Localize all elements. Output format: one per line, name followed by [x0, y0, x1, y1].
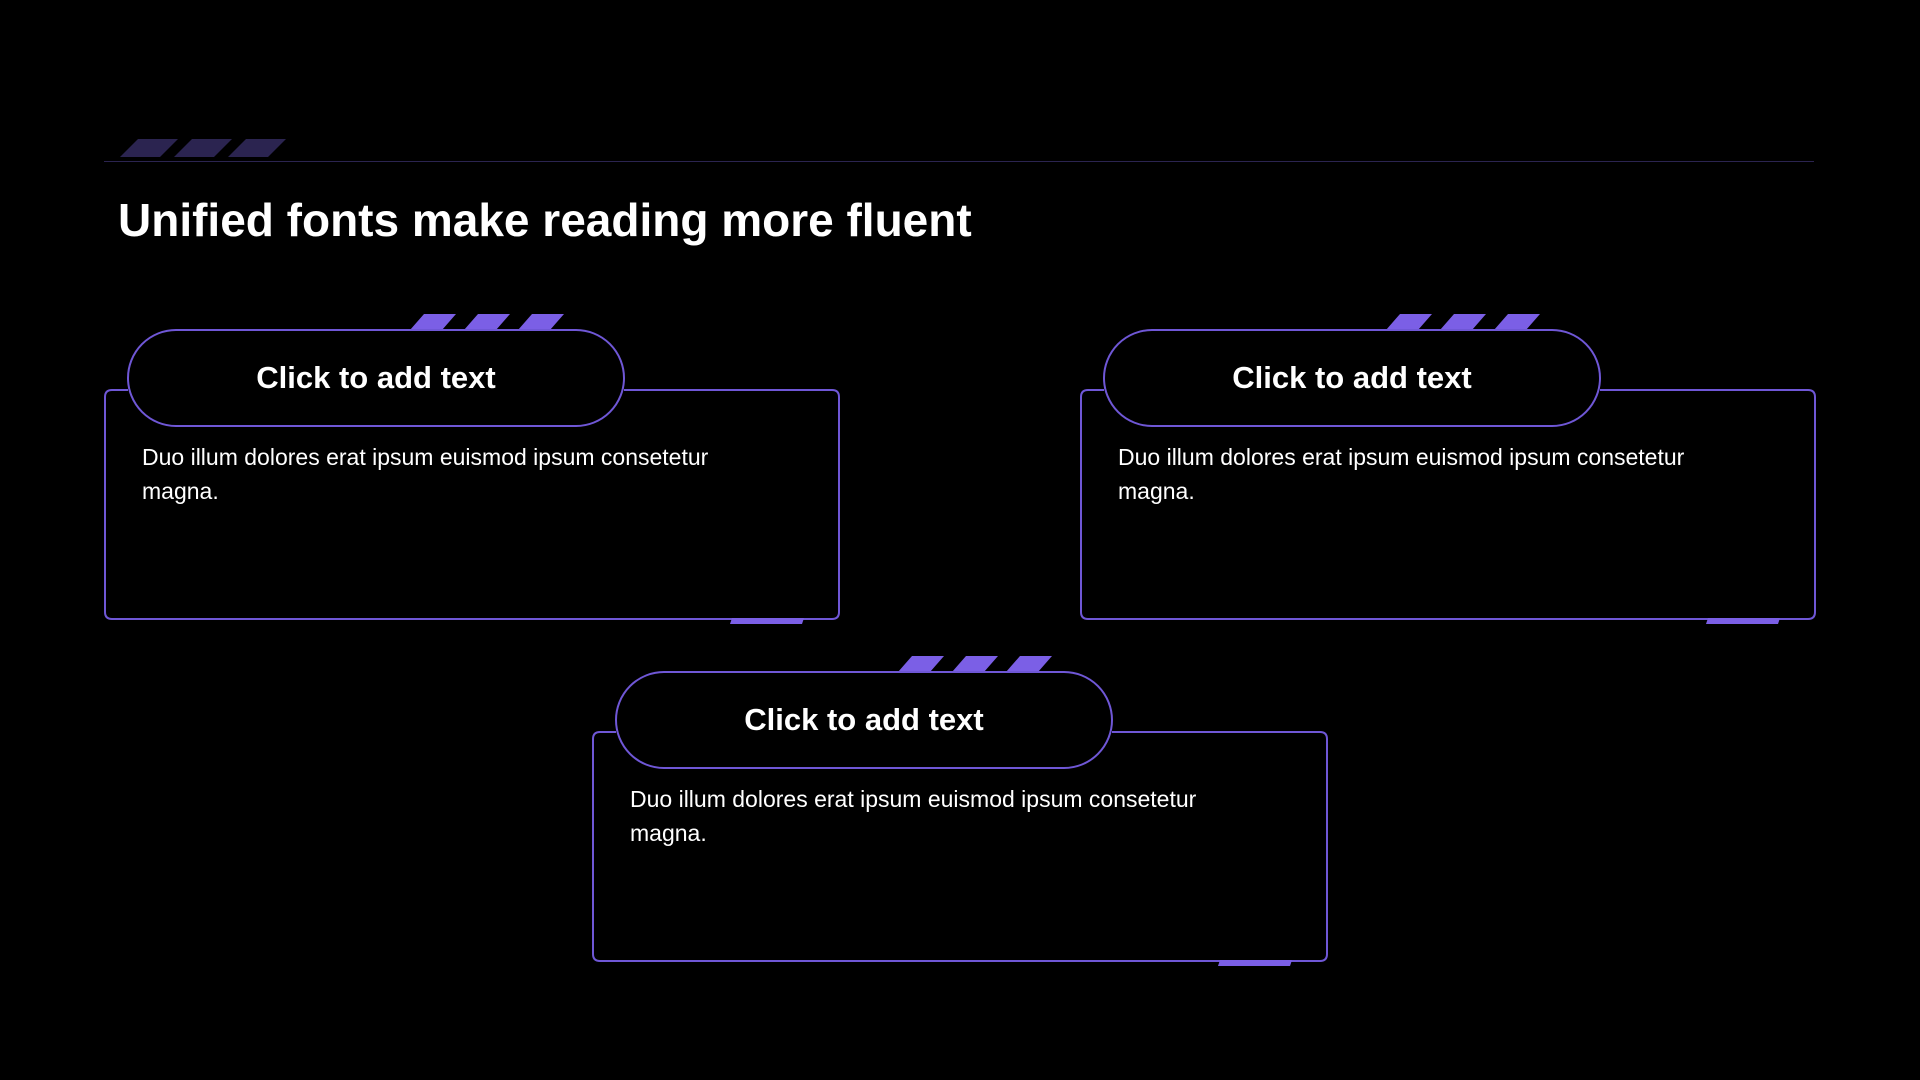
- card-body-text[interactable]: Duo illum dolores erat ipsum euismod ips…: [630, 786, 1197, 846]
- header-divider: [104, 161, 1814, 162]
- text-card-3[interactable]: Click to add text Duo illum dolores erat…: [592, 656, 1328, 966]
- card-frame: [1080, 314, 1816, 624]
- text-card-1[interactable]: Click to add text Duo illum dolores erat…: [104, 314, 840, 624]
- card-heading[interactable]: Click to add text: [1232, 360, 1472, 395]
- header-stripe-decoration: [120, 139, 286, 157]
- card-frame: [104, 314, 840, 624]
- card-body-text[interactable]: Duo illum dolores erat ipsum euismod ips…: [1118, 444, 1685, 504]
- card-body-text[interactable]: Duo illum dolores erat ipsum euismod ips…: [142, 444, 709, 504]
- card-frame: [592, 656, 1328, 966]
- card-heading[interactable]: Click to add text: [744, 702, 984, 737]
- card-heading[interactable]: Click to add text: [256, 360, 496, 395]
- page-title: Unified fonts make reading more fluent: [118, 194, 972, 246]
- text-card-2[interactable]: Click to add text Duo illum dolores erat…: [1080, 314, 1816, 624]
